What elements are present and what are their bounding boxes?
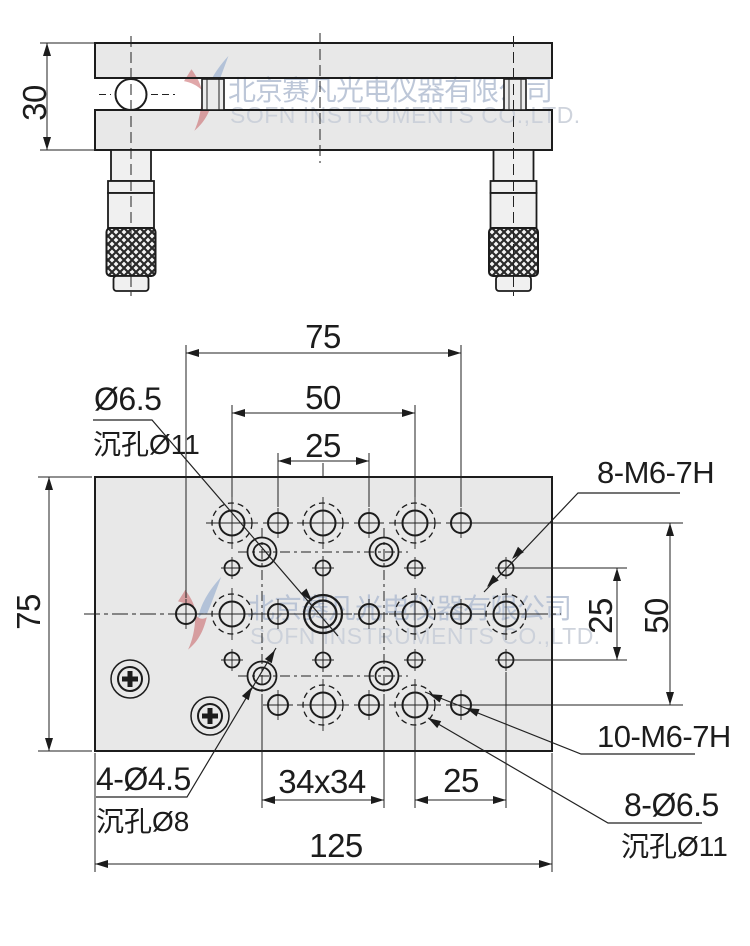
watermark-en: SOFN INSTRUMENTS CO.,LTD. [230,102,581,128]
counterbored-hole-small [246,536,278,568]
dimension-lines [48,352,671,865]
dim-25-top: 25 [305,427,341,464]
label-center-hole-cbore: 沉孔Ø11 [93,429,200,460]
tapped-hole-m6 [446,599,476,629]
label-4-cbore-dia: 4-Ø4.5 [96,761,191,797]
counterbored-hole-small [368,536,400,568]
tapped-hole-m6 [171,599,201,629]
counterbored-hole [297,679,349,731]
label-8-m6: 8-M6-7H [597,455,714,490]
dim-30: 30 [16,42,94,151]
phillips-screw [110,659,150,699]
label-center-hole-dia: Ø6.5 [94,381,161,417]
phillips-screw [190,696,230,736]
top-view-watermark: 北京赛凡光电仪器有限公司 SOFN INSTRUMENTS CO.,LTD. [184,55,581,131]
dim-125: 125 [309,827,363,864]
tapped-hole-m6 [263,599,293,629]
tapped-hole-m6 [404,649,426,671]
dim-34x34: 34x34 [278,763,366,800]
counterbored-hole [389,497,441,549]
spacer-block-left [201,78,225,111]
tapped-hole-m6 [354,690,384,720]
dimension-arrows [45,349,674,868]
dim-30-value: 30 [16,85,53,121]
tapped-hole-m6 [263,690,293,720]
tapped-hole-m6 [221,649,243,671]
spacer-block-right [503,78,527,111]
counterbored-hole-small [246,660,278,692]
counterbored-hole [206,497,258,549]
dim-25-bottom: 25 [443,762,479,799]
label-8-cbore-dia: 8-Ø6.5 [624,787,719,823]
dim-75-left: 75 [10,594,47,630]
extension-lines [38,345,683,872]
plan-view: 北京赛凡光电仪器有限公司 SOFN INSTRUMENTS CO.,LTD. [10,318,731,872]
watermark-en: SOFN INSTRUMENTS CO.,LTD. [250,623,601,649]
label-4-cbore-cbore: 沉孔Ø8 [96,806,189,837]
leader-lines [93,419,702,824]
centerline-grid [238,528,408,700]
tapped-hole-m6 [446,508,476,538]
counterbored-hole [297,497,349,549]
tapped-hole-m6 [312,557,334,579]
tapped-hole-m6 [495,649,517,671]
watermark-cn: 北京赛凡光电仪器有限公司 [228,75,552,106]
tapped-hole-m6 [404,557,426,579]
tapped-hole-m6 [354,508,384,538]
top-view: 北京赛凡光电仪器有限公司 SOFN INSTRUMENTS CO.,LTD. [16,33,581,296]
dim-75-top: 75 [305,318,341,355]
tapped-hole-m6 [446,690,476,720]
watermark-cn: 北京赛凡光电仪器有限公司 [247,593,571,624]
dim-50-top: 50 [305,379,341,416]
counterbored-hole [206,588,258,640]
tapped-hole-m6 [312,649,334,671]
dim-25-right: 25 [582,598,619,634]
center-hole [296,587,350,641]
label-8-cbore-cbore: 沉孔Ø11 [621,831,728,862]
tapped-hole-m6 [354,599,384,629]
dim-50-right: 50 [638,598,675,634]
tapped-hole-m6 [263,508,293,538]
counterbored-hole-small [368,660,400,692]
tapped-hole-m6 [221,557,243,579]
label-10-m6: 10-M6-7H [597,719,731,754]
counterbored-hole [389,679,441,731]
top-plate [94,42,553,79]
counterbored-hole [480,588,532,640]
counterbored-hole [389,588,441,640]
